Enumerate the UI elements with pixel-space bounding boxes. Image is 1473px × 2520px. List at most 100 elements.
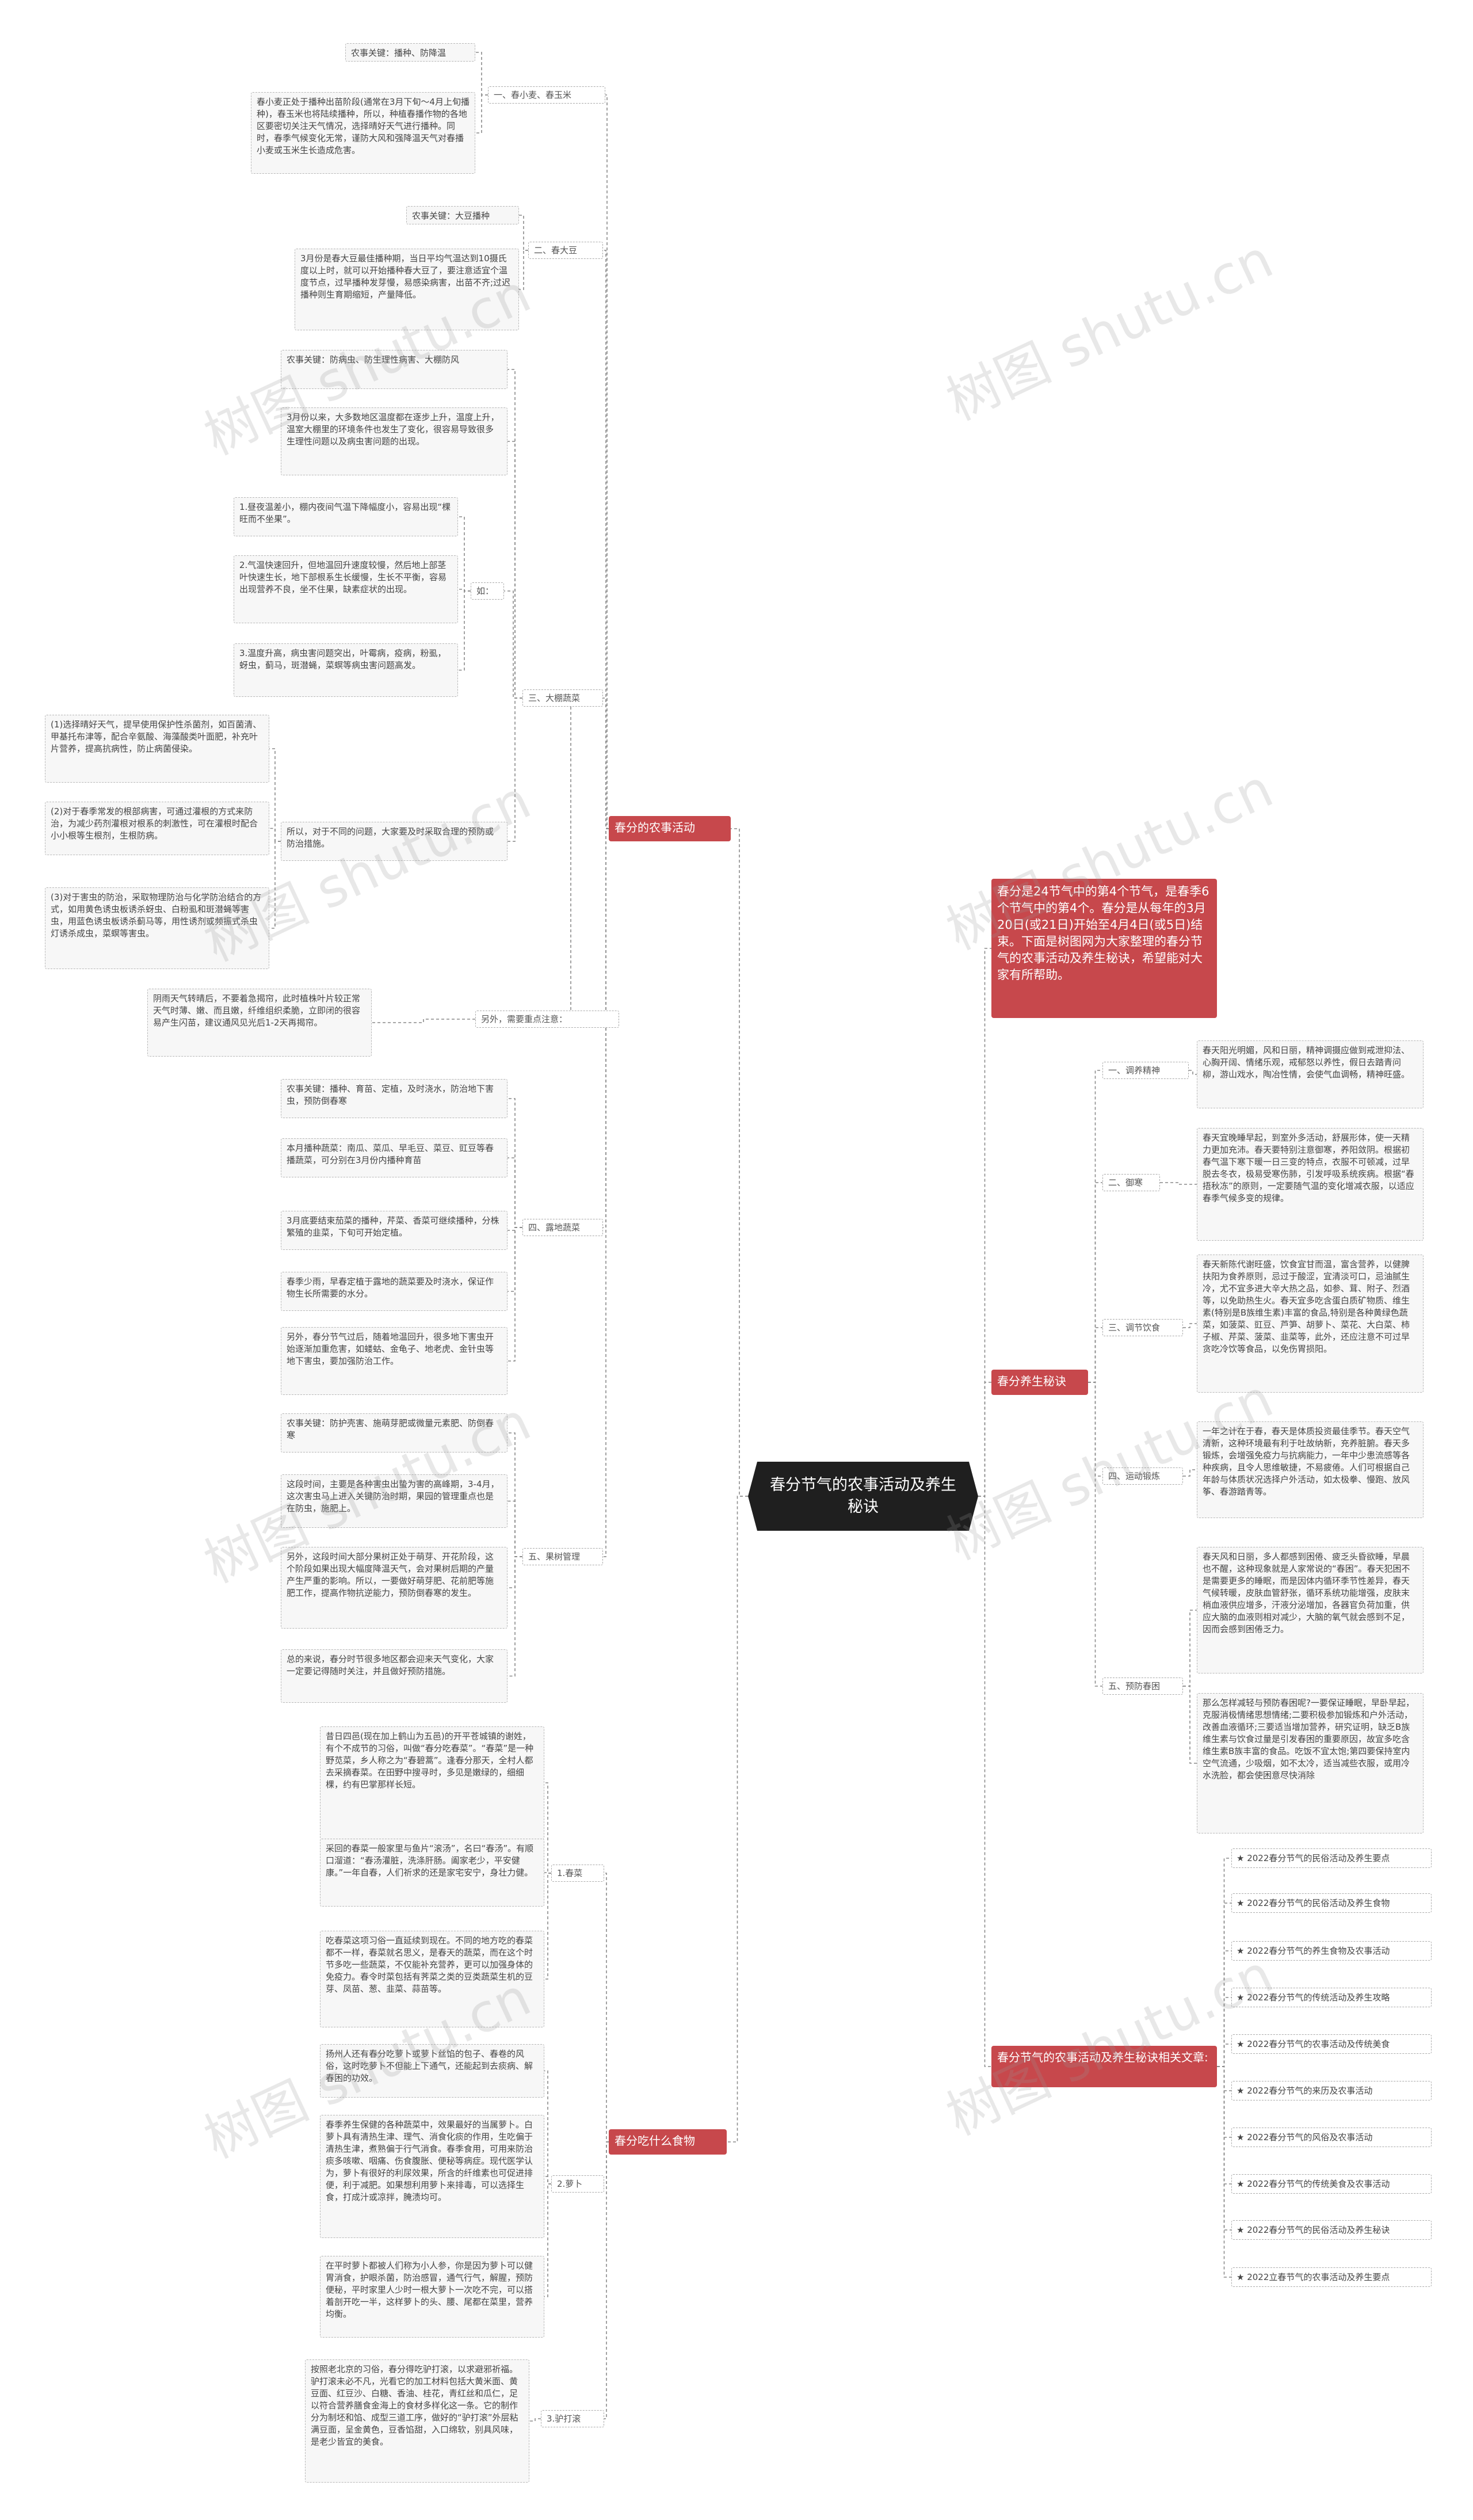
- connector-line: [507, 1227, 522, 1362]
- connector-line: [475, 94, 488, 134]
- detail-node[interactable]: 3.温度升高，病虫害问题突出，叶霉病，疫病，粉虱，蚜虫，蓟马，斑潜蝇，菜螟等病虫…: [234, 643, 458, 697]
- detail-node[interactable]: (1)选择晴好天气，提早使用保护性杀菌剂，如百菌清、甲基托布津等，配合辛氨酸、海…: [45, 715, 269, 783]
- topic-node[interactable]: 四、运动锻炼: [1102, 1467, 1183, 1485]
- related-article-link[interactable]: ★ 2022春分节气的农事活动及传统美食: [1231, 2034, 1432, 2054]
- related-article-link[interactable]: ★ 2022春分节气的民俗活动及养生食物: [1231, 1893, 1432, 1913]
- topic-node[interactable]: 另外，需要重点注意：: [475, 1011, 619, 1028]
- root-topic[interactable]: 春分节气的农事活动及养生秘诀: [748, 1462, 978, 1531]
- connector-line: [604, 2141, 609, 2419]
- detail-node[interactable]: 总的来说，春分时节很多地区都会迎来天气变化，大家一定要记得随时关注，并且做好预防…: [281, 1649, 507, 1703]
- detail-node[interactable]: 另外，这段时间大部分果树正处于萌芽、开花阶段，这个阶段如果出现大幅度降温天气，会…: [281, 1547, 507, 1629]
- related-article-link[interactable]: ★ 2022春分节气的风俗及农事活动: [1231, 2128, 1432, 2147]
- detail-node[interactable]: 另外，春分节气过后，随着地温回升，很多地下害虫开始逐渐加重危害，如蝼蛄、金龟子、…: [281, 1327, 507, 1395]
- detail-node[interactable]: 吃春菜这项习俗一直延续到现在。不同的地方吃的春菜都不一样，春菜就名思义，是春天的…: [320, 1931, 544, 2027]
- detail-node[interactable]: 在平时萝卜都被人们称为小人参，你是因为萝卜可以健胃消食，护眼杀菌，防治感冒，通气…: [320, 2256, 544, 2338]
- connector-line: [519, 250, 528, 290]
- topic-node[interactable]: 一、调养精神: [1102, 1062, 1189, 1079]
- connector-line: [507, 1098, 522, 1228]
- connector-line: [978, 948, 991, 1497]
- connector-line: [727, 1496, 748, 2142]
- connector-line: [529, 2418, 541, 2422]
- connector-line: [1217, 2044, 1231, 2067]
- connector-line: [978, 1496, 991, 2067]
- connector-line: [978, 1382, 991, 1497]
- connector-line: [603, 828, 609, 1557]
- topic-node[interactable]: 三、大棚蔬菜: [522, 689, 603, 707]
- branch-node[interactable]: 春分养生秘诀: [991, 1370, 1088, 1395]
- detail-node[interactable]: 春季少雨，早春定植于露地的蔬菜要及时浇水，保证作物生长所需要的水分。: [281, 1272, 507, 1311]
- detail-node[interactable]: 1.昼夜温差小，棚内夜间气温下降幅度小，容易出现“棵旺而不坐果”。: [234, 497, 458, 536]
- detail-node[interactable]: 春天新陈代谢旺盛，饮食宜甘而温，富含营养，以健脾扶阳为食养原则，忌过于酸涩，宜清…: [1197, 1255, 1424, 1393]
- detail-node[interactable]: 这段时间，主要是各种害虫出蛰为害的高峰期，3-4月，这次害虫马上进入关键防治时期…: [281, 1474, 507, 1528]
- branch-node[interactable]: 春分的农事活动: [609, 816, 731, 841]
- detail-node[interactable]: 春天阳光明媚，风和日丽，精神调摄应做到戒泄抑法、心胸开阔、情绪乐观，戒郁怒以养性…: [1197, 1040, 1424, 1108]
- detail-node[interactable]: 所以，对于不同的问题，大家要及时采取合理的预防或防治措施。: [281, 822, 507, 861]
- topic-node[interactable]: 二、御寒: [1102, 1174, 1160, 1191]
- branch-node[interactable]: 春分节气的农事活动及养生秘诀相关文章:: [991, 2046, 1217, 2087]
- connector-line: [504, 590, 522, 699]
- topic-node[interactable]: 四、露地蔬菜: [522, 1219, 603, 1236]
- detail-node[interactable]: 扬州人还有春分吃萝卜或萝卜丝馅的包子、春卷的风俗，这时吃萝卜不但能上下通气，还能…: [320, 2044, 544, 2098]
- topic-node[interactable]: 1.春菜: [551, 1865, 604, 1882]
- related-article-link[interactable]: ★ 2022春分节气的民俗活动及养生秘诀: [1231, 2220, 1432, 2240]
- detail-node[interactable]: 春天风和日丽，多人都感到困倦、疲乏头昏欲睡，早晨也不醒，这种现象就是人家常说的“…: [1197, 1547, 1424, 1673]
- topic-node[interactable]: 一、春小麦、春玉米: [488, 86, 605, 104]
- related-article-link[interactable]: ★ 2022春分节气的养生食物及农事活动: [1231, 1941, 1432, 1961]
- connector-line: [269, 841, 281, 929]
- related-article-link[interactable]: ★ 2022立春节气的农事活动及养生要点: [1231, 2267, 1432, 2287]
- connector-line: [544, 2183, 551, 2297]
- related-article-link[interactable]: ★ 2022春分节气的传统美食及农事活动: [1231, 2174, 1432, 2194]
- detail-node[interactable]: 按照老北京的习俗，春分得吃驴打滚，以求避邪祈福。驴打滚未必不凡，光看它的加工材料…: [305, 2359, 529, 2483]
- detail-node[interactable]: 2.气温快速回升，但地温回升速度较慢，然后地上部茎叶快速生长，地下部根系生长缓慢…: [234, 555, 458, 623]
- connector-line: [507, 1432, 522, 1557]
- related-article-link[interactable]: ★ 2022春分节气的民俗活动及养生要点: [1231, 1848, 1432, 1868]
- detail-node[interactable]: 3月份是春大豆最佳播种期，当日平均气温达到10摄氏度以上时，就可以开始播种春大豆…: [295, 249, 519, 330]
- detail-node[interactable]: 昔日四邑(现在加上鹤山为五邑)的开平苍城镇的谢姓，有个不成节的习俗，叫做“春分吃…: [320, 1726, 544, 1839]
- topic-node[interactable]: 五、预防春困: [1102, 1678, 1183, 1695]
- detail-node[interactable]: 春季养生保健的各种蔬菜中，效果最好的当属萝卜。白萝卜具有清热生津、理气、消食化痰…: [320, 2115, 544, 2238]
- topic-node[interactable]: 三、调节饮食: [1102, 1319, 1183, 1336]
- related-article-link[interactable]: ★ 2022春分节气的来历及农事活动: [1231, 2081, 1432, 2100]
- detail-node[interactable]: 农事关键：大豆播种: [406, 206, 519, 224]
- detail-node[interactable]: 春天宜晚睡早起，到室外多活动，舒展形体，使一天精力更加充沛。春天要特别注意御寒，…: [1197, 1128, 1424, 1241]
- topic-node[interactable]: 如：: [471, 582, 504, 600]
- topic-node[interactable]: 五、果树管理: [522, 1548, 603, 1565]
- detail-node[interactable]: 农事关键：防病虫、防生理性病害、大棚防风: [281, 350, 507, 389]
- connector-line: [458, 590, 471, 671]
- topic-node[interactable]: 3.驴打滚: [541, 2410, 604, 2427]
- detail-node[interactable]: (2)对于春季常发的根部病害，可通过灌根的方式来防治，为减少药剂灌根对根系的刺激…: [45, 802, 269, 855]
- connector-line: [1217, 1997, 1231, 2067]
- connector-line: [544, 1873, 551, 1980]
- detail-node[interactable]: 那么怎样减轻与预防春困呢?一要保证睡眠，早卧早起，克服消极情绪思想情绪;二要积极…: [1197, 1693, 1424, 1833]
- connector-line: [507, 697, 522, 842]
- detail-node[interactable]: (3)对于害虫的防治，采取物理防治与化学防治结合的方式，如用黄色诱虫板诱杀蚜虫、…: [45, 887, 269, 969]
- connector-line: [1189, 1070, 1197, 1075]
- connector-line: [507, 1157, 522, 1228]
- connector-line: [1183, 1469, 1197, 1477]
- detail-node[interactable]: 一年之计在于春，春天是体质投资最佳季节。春天空气清新，这种环境最有利于吐故纳新，…: [1197, 1421, 1424, 1518]
- detail-node[interactable]: 农事关键：播种、防降温: [345, 43, 475, 62]
- detail-node[interactable]: 农事关键：防护壳害、施萌芽肥或微量元素肥、防倒春寒: [281, 1413, 507, 1452]
- connector-line: [458, 516, 471, 592]
- detail-node[interactable]: 农事关键：播种、育苗、定植，及时浇水，防治地下害虫，预防倒春寒: [281, 1079, 507, 1118]
- connector-line: [372, 1019, 475, 1023]
- branch-node[interactable]: 春分吃什么食物: [609, 2129, 727, 2155]
- connector-line: [731, 828, 748, 1497]
- detail-node[interactable]: 3月底要结束茄菜的播种，芹菜、香菜可继续播种，分株繁殖的韭菜，下旬可开始定植。: [281, 1211, 507, 1250]
- connector-line: [507, 441, 522, 699]
- detail-node[interactable]: 阴雨天气转晴后，不要着急揭帘，此时植株叶片较正常天气时薄、嫩、而且嫩，纤维组织柔…: [147, 989, 372, 1057]
- detail-node[interactable]: 3月份以来，大多数地区温度都在逐步上升，温度上升，温室大棚里的环境条件也发生了变…: [281, 407, 507, 475]
- connector-line: [507, 1227, 522, 1292]
- connector-line: [475, 52, 488, 96]
- detail-node[interactable]: 春小麦正处于播种出苗阶段(通常在3月下旬～4月上旬播种)，春玉米也将陆续播种，所…: [251, 92, 475, 174]
- intro-node[interactable]: 春分是24节气中的第4个节气，是春季6个节气中的第4个。春分是从每年的3月20日…: [991, 879, 1217, 1018]
- detail-node[interactable]: 本月播种蔬菜：南瓜、菜瓜、早毛豆、菜豆、豇豆等春播蔬菜，可分别在3月份内播种育苗: [281, 1138, 507, 1177]
- related-article-link[interactable]: ★ 2022春分节气的传统活动及养生攻略: [1231, 1988, 1432, 2007]
- topic-node[interactable]: 二、春大豆: [528, 242, 603, 259]
- connector-line: [458, 589, 471, 592]
- topic-node[interactable]: 2.萝卜: [551, 2175, 604, 2193]
- detail-node[interactable]: 采回的春菜一般家里与鱼片“滚汤”，名曰“春汤”。有顺口溜道：“春汤灌脏，洗涤肝肠…: [320, 1839, 544, 1907]
